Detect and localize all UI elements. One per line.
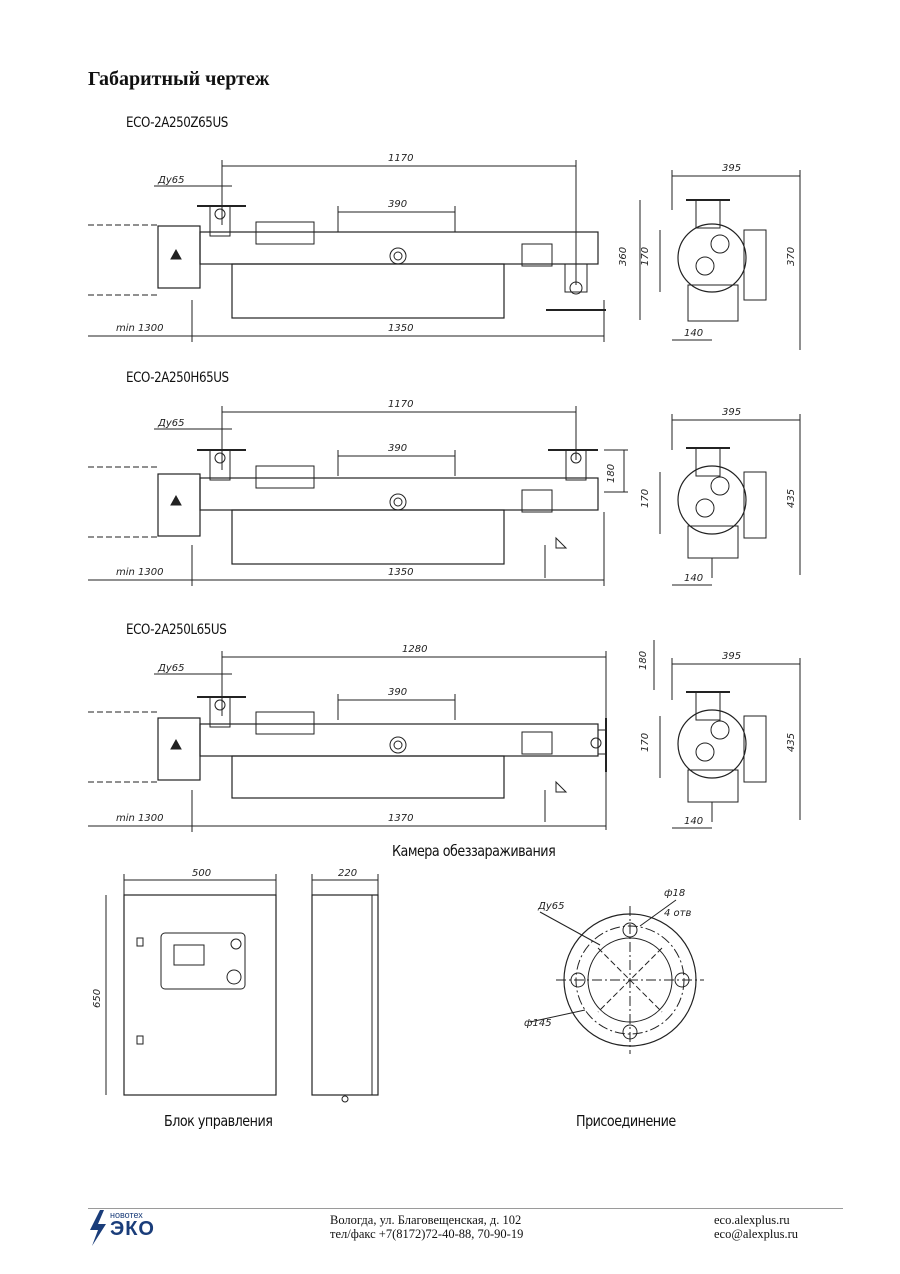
dim-length-3: 1280 — [402, 644, 427, 655]
dim-length-2: 1170 — [388, 399, 413, 410]
chamber-caption: Камера обеззараживания — [392, 842, 556, 860]
dim-total-2: 1350 — [388, 567, 413, 578]
website-link[interactable]: eco.alexplus.ru — [714, 1213, 790, 1227]
dim-total-3: 1370 — [388, 813, 413, 824]
side-dim-b-2: 170 — [640, 489, 651, 508]
footer-address: Вологда, ул. Благовещенская, д. 102 тел/… — [330, 1213, 523, 1241]
page-title: Габаритный чертеж — [88, 68, 270, 90]
control-width: 500 — [192, 868, 211, 879]
flange-caption: Присоединение — [576, 1112, 676, 1130]
footer-contacts: eco.alexplus.ru eco@alexplus.ru — [714, 1213, 798, 1241]
control-box-side: 220 — [311, 868, 379, 1103]
chamber-front-view-2: 1170 Ду65 390 min 1300 1350 180 — [88, 399, 628, 586]
flange-diameter: ф145 — [524, 1018, 552, 1029]
dim-pipe-2: Ду65 — [157, 418, 184, 429]
model-label-3: ECO-2A250L65US — [126, 622, 227, 638]
dim-min-1: min 1300 — [116, 323, 164, 334]
side-width-3: 395 — [722, 651, 741, 662]
side-base-1: 140 — [684, 328, 703, 339]
side-dim-b-3: 170 — [640, 733, 651, 752]
control-box-front: 500 650 — [92, 868, 277, 1096]
footer-divider — [88, 1208, 843, 1209]
control-height: 650 — [92, 989, 103, 1008]
logo-title: ЭКО — [110, 1218, 155, 1240]
side-dim-a-3: 180 — [638, 651, 649, 670]
side-dim-c-1: 370 — [786, 247, 797, 266]
side-width-2: 395 — [722, 407, 741, 418]
model-label-2: ECO-2A250H65US — [126, 370, 229, 386]
side-dim-c-3: 435 — [786, 733, 797, 752]
dim-pipe-3: Ду65 — [157, 663, 184, 674]
control-caption: Блок управления — [164, 1112, 273, 1130]
dim-spacing-3: 390 — [388, 687, 407, 698]
control-depth: 220 — [338, 868, 357, 879]
dim-height-2: 180 — [606, 464, 617, 483]
side-width-1: 395 — [722, 163, 741, 174]
flange-pipe: Ду65 — [537, 901, 564, 912]
company-logo: новотех ЭКО — [86, 1208, 166, 1248]
phone-line: тел/факс +7(8172)72-40-88, 70-90-19 — [330, 1227, 524, 1241]
side-base-3: 140 — [684, 816, 703, 827]
chamber-front-view-3: 1280 Ду65 390 min 1300 1370 — [88, 644, 607, 832]
dim-spacing-1: 390 — [388, 199, 407, 210]
flange-view: Ду65 ф18 4 отв ф145 — [524, 888, 704, 1054]
chamber-side-view-3: 395 180 170 435 140 — [638, 640, 801, 829]
side-dim-c-2: 435 — [786, 489, 797, 508]
dim-total-1: 1350 — [388, 323, 413, 334]
dim-pipe-1: Ду65 — [157, 175, 184, 186]
dim-spacing-2: 390 — [388, 443, 407, 454]
dim-min-3: min 1300 — [116, 813, 164, 824]
side-dim-b-1: 170 — [640, 247, 651, 266]
chamber-side-view-1: 395 360 170 370 140 — [618, 163, 801, 350]
flange-hole: ф18 — [664, 888, 685, 899]
side-base-2: 140 — [684, 573, 703, 584]
address-line: Вологда, ул. Благовещенская, д. 102 — [330, 1213, 522, 1227]
flange-holes: 4 отв — [664, 908, 691, 919]
model-label-1: ECO-2A250Z65US — [126, 115, 228, 131]
logo-subtitle: новотех — [110, 1210, 143, 1220]
lightning-logo-icon — [90, 1210, 106, 1246]
dim-length-1: 1170 — [388, 153, 413, 164]
dim-min-2: min 1300 — [116, 567, 164, 578]
chamber-front-view-1: 1170 Ду65 390 min 1300 1350 — [88, 153, 606, 342]
chamber-side-view-2: 395 170 435 140 — [640, 407, 801, 586]
email-link[interactable]: eco@alexplus.ru — [714, 1227, 799, 1241]
side-dim-a-1: 360 — [618, 247, 629, 266]
